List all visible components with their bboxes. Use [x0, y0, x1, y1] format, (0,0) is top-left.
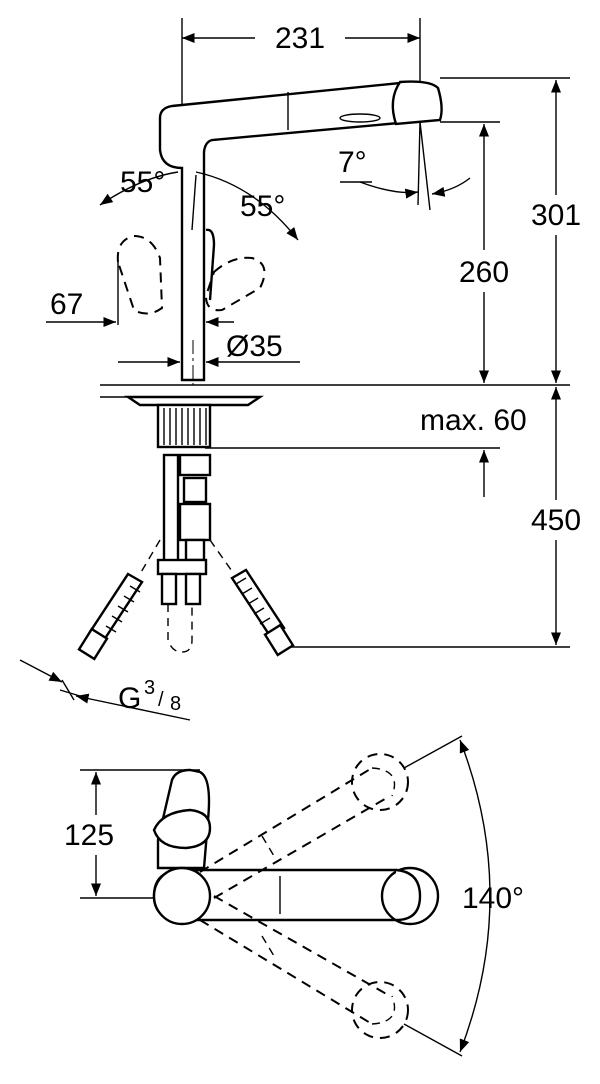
top-lever [152, 768, 212, 870]
dimension-deck-thickness-label: max. 60 [420, 404, 527, 437]
lever-right [195, 171, 299, 312]
spout [158, 80, 443, 382]
dimension-swivel-offset-label: 125 [64, 819, 114, 852]
angle-spray: 7° [338, 146, 471, 199]
thread-label-group: G 3 / 8 [19, 659, 191, 721]
lever-left [99, 171, 179, 315]
dimension-deck-thickness: max. 60 [420, 404, 527, 497]
dimension-diameter: Ø35 [118, 330, 300, 385]
deck [100, 384, 570, 449]
top-spout-swivel-down [199, 895, 409, 1039]
angle-right-label: 55° [240, 190, 285, 223]
thread-letter: G [118, 682, 141, 715]
angle-left-label: 55° [120, 166, 165, 199]
dimension-reach-label: 231 [275, 22, 325, 55]
thread-denominator: 8 [170, 693, 181, 715]
side-view: 231 7° 55° 55° [19, 18, 581, 721]
angle-swivel: 140° [403, 735, 524, 1057]
dimension-total-height: 301 [440, 77, 581, 383]
hoses [77, 453, 295, 661]
top-view: 125 [64, 735, 524, 1057]
dimension-diameter-label: Ø35 [226, 330, 283, 363]
dimension-reach: 231 [181, 18, 421, 120]
dimension-swivel-offset: 125 [64, 769, 200, 899]
dimension-outlet-height: 260 [440, 121, 509, 383]
dimension-lever-offset: 67 [46, 262, 234, 328]
thread-numerator: 3 [144, 677, 155, 699]
lever-body [205, 228, 216, 301]
top-spout-swivel-up [199, 753, 409, 899]
angle-spray-label: 7° [338, 146, 367, 179]
svg-text:/: / [158, 689, 164, 711]
dimension-hose-length-label: 450 [531, 504, 581, 537]
top-spout-straight [152, 866, 440, 926]
angle-swivel-label: 140° [462, 882, 524, 915]
dimension-lever-offset-label: 67 [50, 288, 83, 321]
dimension-outlet-height-label: 260 [459, 256, 509, 289]
dimension-hose-length: 450 [280, 387, 581, 648]
dimension-total-height-label: 301 [531, 199, 581, 232]
